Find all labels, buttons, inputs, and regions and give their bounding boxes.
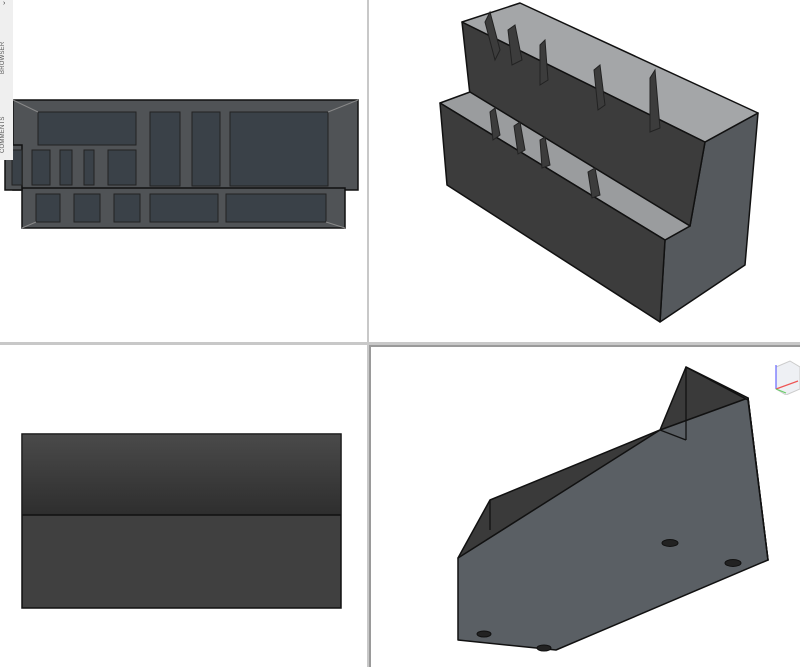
view-cube-icon[interactable] [772,359,800,395]
front-view-model [21,433,342,609]
viewport-divider-vertical[interactable] [367,0,369,667]
top-view-model [4,99,359,229]
viewport-bottom[interactable] [369,345,800,667]
tab-comments[interactable]: COMMENTS [0,116,6,154]
viewport-front[interactable] [0,345,367,667]
chevron-right-icon[interactable]: › [3,0,6,7]
bottom-view-model [457,366,769,652]
viewport-top[interactable] [0,0,367,342]
tab-browser[interactable]: BROWSER [0,41,6,75]
side-panel: › BROWSER COMMENTS [0,0,13,160]
viewport-isometric[interactable] [369,0,800,342]
isometric-view-model [439,2,759,323]
viewport-divider-horizontal[interactable] [0,342,800,345]
